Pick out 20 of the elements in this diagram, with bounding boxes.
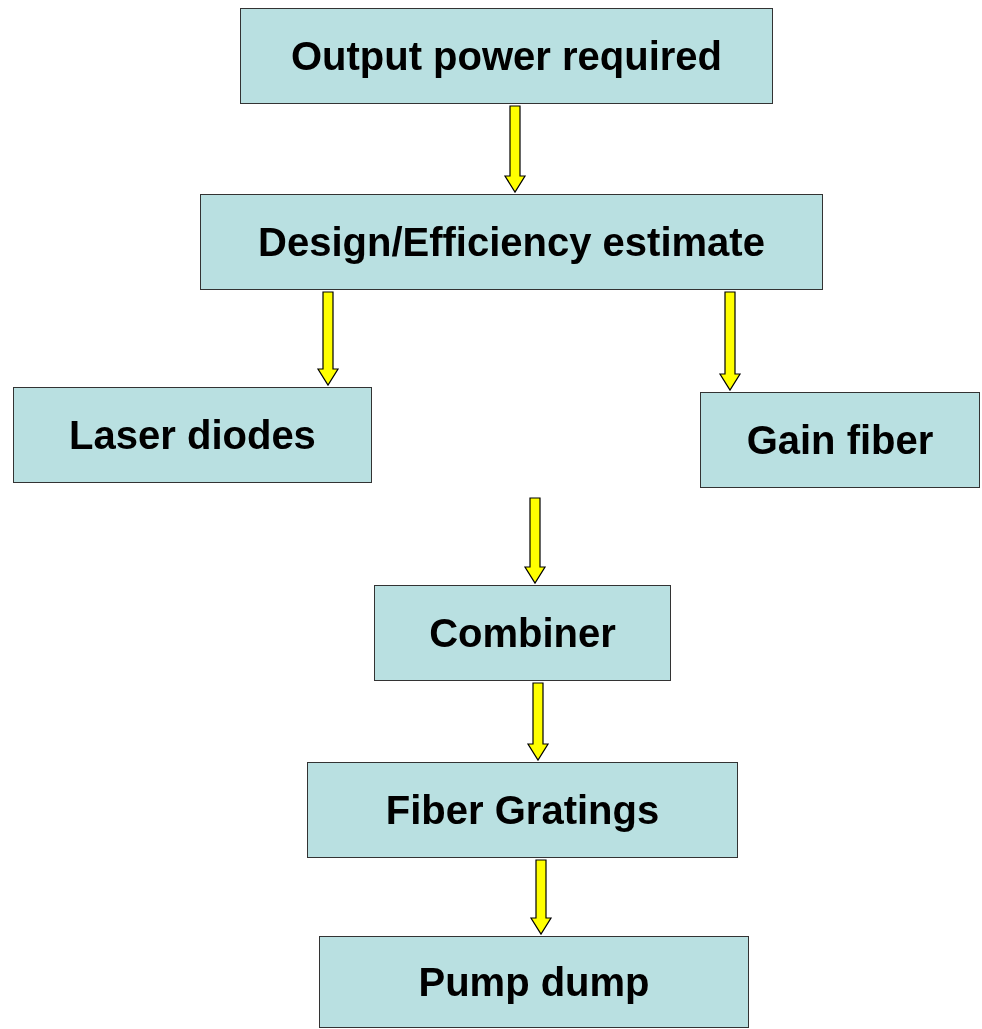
box-label: Fiber Gratings [385,787,660,833]
arrow [529,859,553,936]
box-label: Output power required [290,33,723,79]
process-box [200,194,823,290]
box-label: Laser diodes [69,412,316,458]
box-label: Gain fiber [746,417,934,463]
process-box [319,936,749,1028]
process-box [307,762,738,858]
process-box [374,585,671,681]
box-label: Design/Efficiency estimate [258,219,765,265]
process-box [240,8,773,104]
arrow [526,682,550,762]
arrow [316,291,340,387]
arrow [523,497,547,585]
box-label: Combiner [429,610,616,656]
arrow [718,291,742,392]
process-box [700,392,980,488]
box-label: Pump dump [418,959,650,1005]
process-box [13,387,372,483]
arrow [503,105,527,194]
